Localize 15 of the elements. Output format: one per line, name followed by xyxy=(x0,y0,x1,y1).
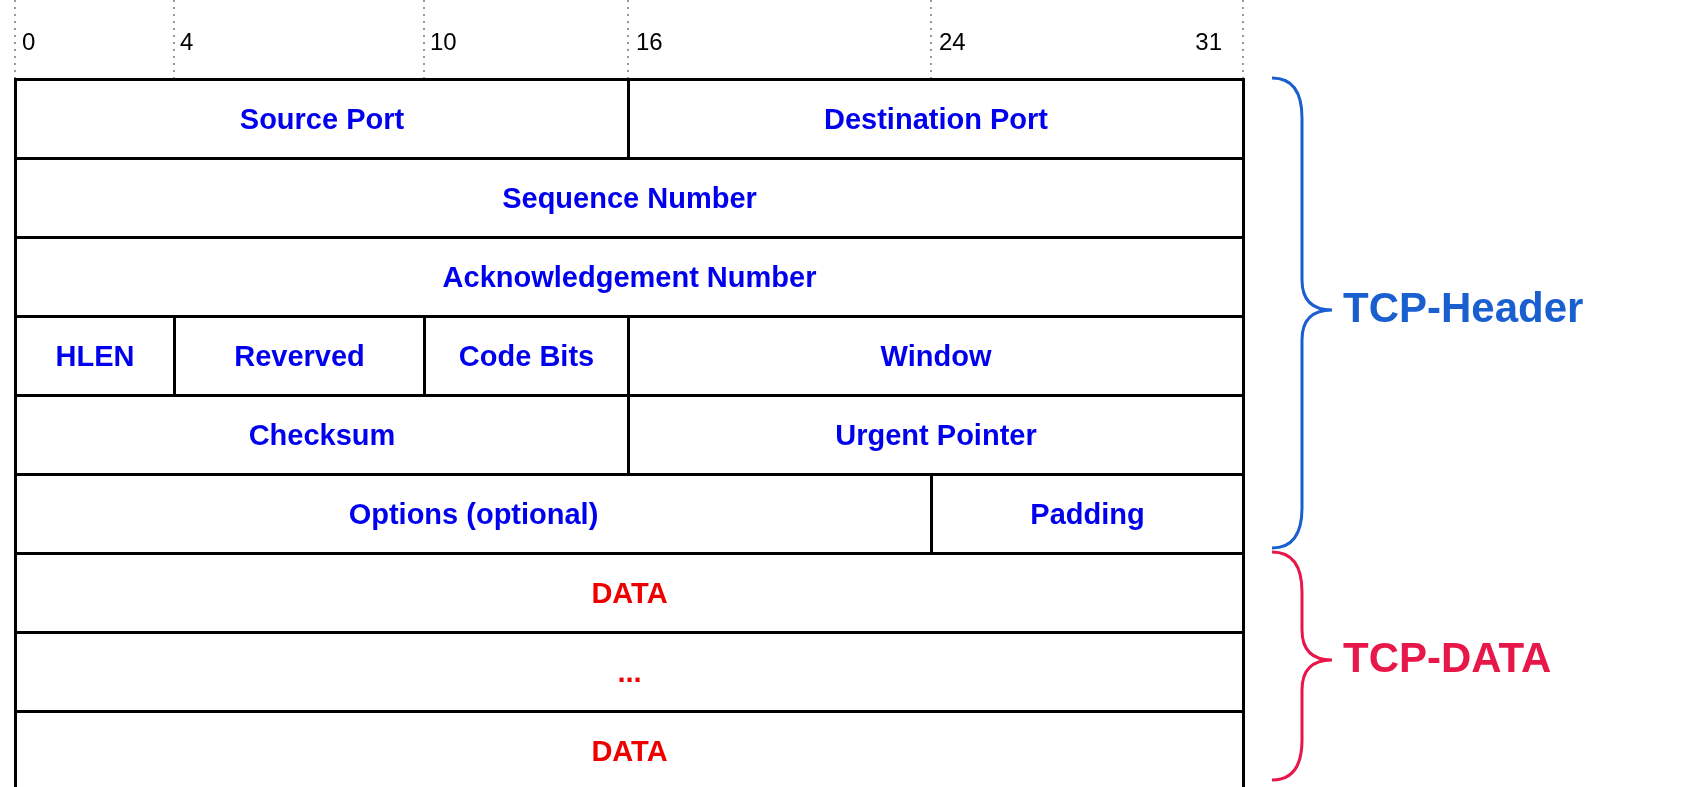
field-cell: Sequence Number xyxy=(14,157,1245,239)
field-cell: Source Port xyxy=(14,78,630,160)
field-cell: DATA xyxy=(14,710,1245,787)
section-label: TCP-Header xyxy=(1343,284,1584,332)
field-cell: Acknowledgement Number xyxy=(14,236,1245,318)
bit-number: 31 xyxy=(1195,28,1222,56)
field-cell: ... xyxy=(14,631,1245,713)
bit-number: 0 xyxy=(22,28,36,56)
bit-number: 16 xyxy=(636,28,663,56)
field-cell: Destination Port xyxy=(627,78,1245,160)
bit-number: 4 xyxy=(180,28,194,56)
section-label: TCP-DATA xyxy=(1343,634,1552,682)
bit-number: 24 xyxy=(939,28,966,56)
bit-number: 10 xyxy=(430,28,457,56)
field-cell: DATA xyxy=(14,552,1245,634)
